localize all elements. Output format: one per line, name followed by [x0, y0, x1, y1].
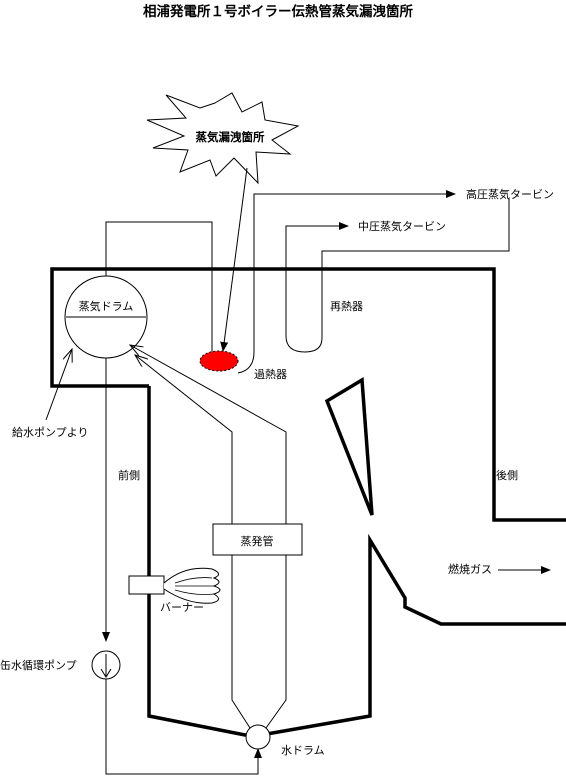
hp-turbine-label: 高圧蒸気タービン [466, 187, 554, 201]
front-side-label: 前側 [118, 468, 140, 482]
burner-label: バーナー [160, 601, 204, 614]
superheater-outlet-line [237, 190, 456, 374]
evaporator-tube-left [135, 355, 251, 729]
pump-to-water-drum-line [105, 679, 262, 775]
steam-drum: 蒸気ドラム [64, 275, 148, 359]
evaporator-box [212, 523, 303, 556]
leak-pointer-arrow [220, 167, 248, 352]
leak-spot [199, 350, 239, 372]
circ-pump-label: 缶水循環ポンプ [0, 658, 77, 672]
nose-baffle [324, 377, 374, 516]
reheater-label: 再熱器 [330, 300, 363, 313]
evaporator-tube-right [130, 345, 287, 729]
ip-turbine-label: 中圧蒸気タービン [358, 219, 446, 233]
steam-line-to-superheater [105, 221, 213, 358]
burst-shape [146, 92, 300, 185]
hp-exhaust-line [321, 198, 510, 338]
evaporator-label: 蒸発管 [241, 534, 274, 548]
leak-burst-label: 蒸気漏洩箇所 [196, 130, 265, 144]
superheater-label: 過熱器 [254, 368, 287, 381]
circulation-pump [91, 650, 121, 680]
reheater-loop [285, 222, 349, 353]
leak-burst: 蒸気漏洩箇所 [146, 92, 300, 185]
diagram-title: 相浦発電所１号ボイラー伝熱管蒸気漏洩箇所 [143, 3, 413, 20]
water-drum [245, 724, 271, 750]
rear-side-label: 後側 [496, 468, 518, 482]
feedwater-label: 給水ポンプより [12, 425, 88, 439]
flue-gas-label: 燃焼ガス [448, 562, 492, 576]
boiler-casing-lower [147, 386, 566, 737]
feedwater-arrow [45, 349, 72, 421]
boiler-casing-upper [50, 267, 566, 522]
water-drum-label: 水ドラム [281, 744, 325, 757]
burner [128, 567, 221, 604]
steam-drum-label: 蒸気ドラム [79, 299, 134, 313]
